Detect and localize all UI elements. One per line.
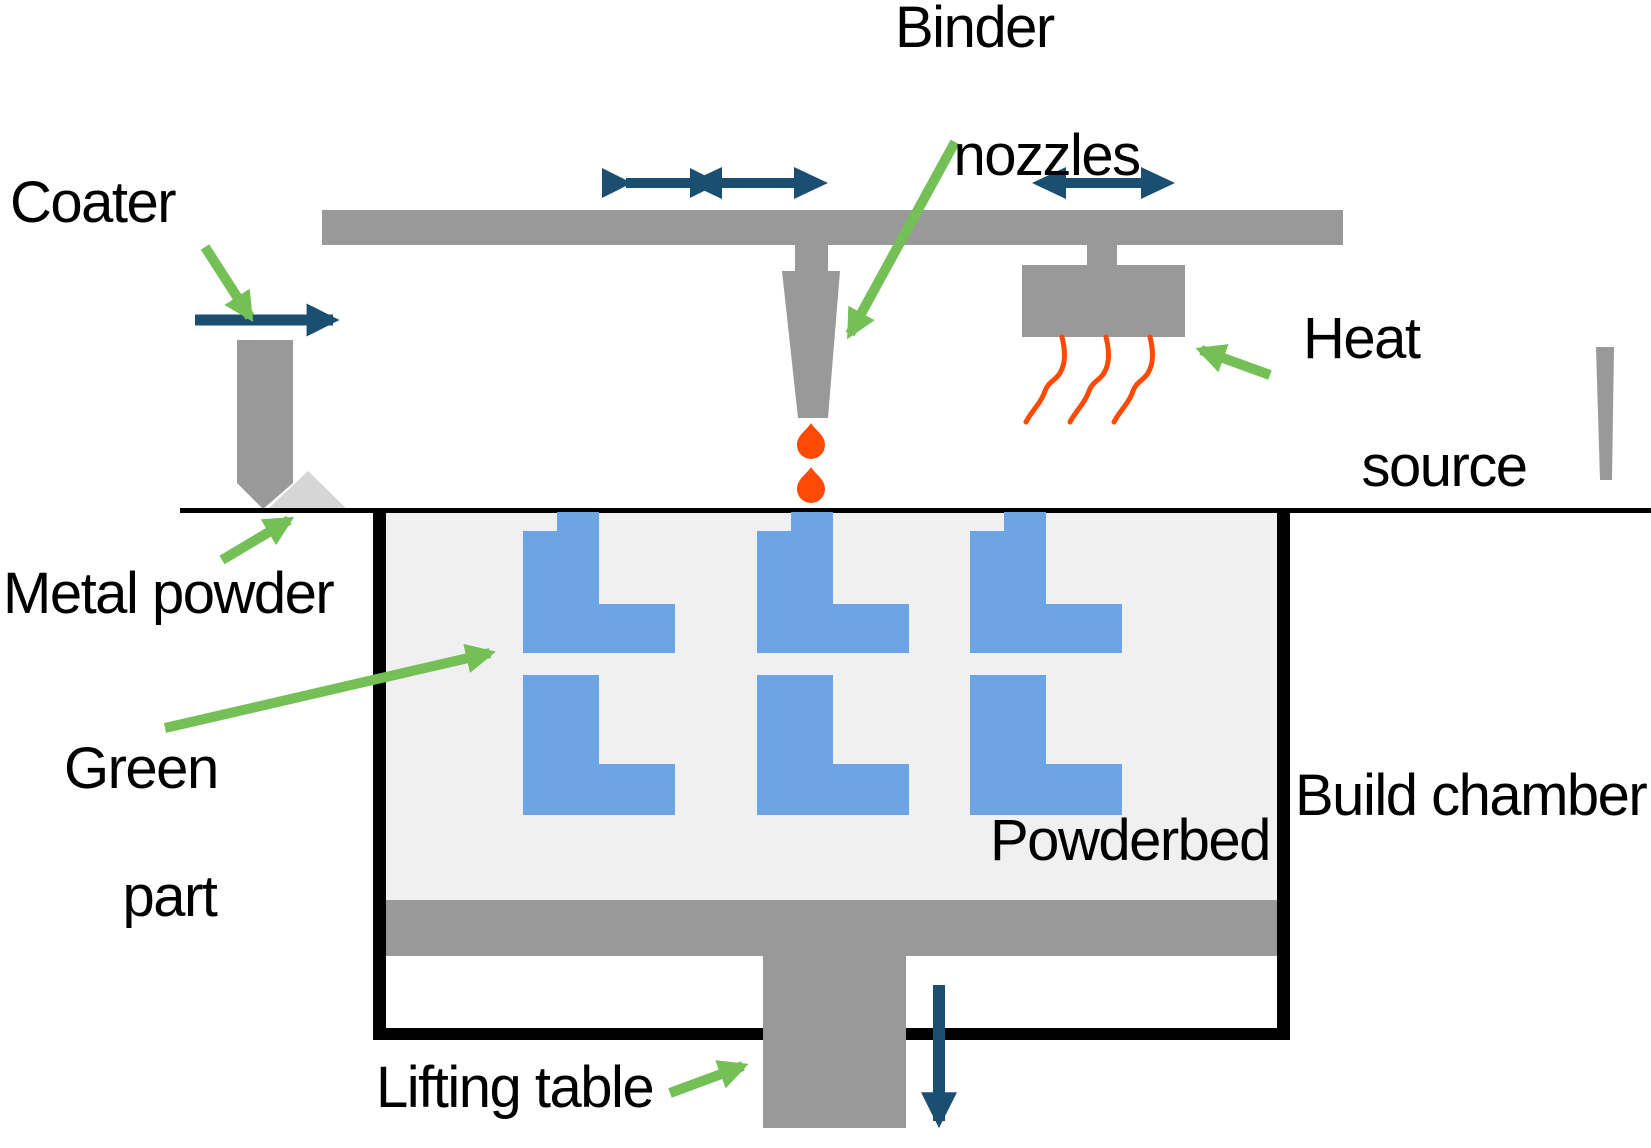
chamber-wall-right xyxy=(1277,508,1290,1040)
heat-source-line2: source xyxy=(1361,434,1528,499)
heat-source-pointer-arrow xyxy=(1195,344,1272,380)
chamber-bottom-right xyxy=(906,1028,1290,1040)
gantry-travel-arrow-left xyxy=(688,167,828,199)
heat-source-line1: Heat xyxy=(1303,306,1421,371)
build-chamber-label: Build chamber xyxy=(1295,763,1648,828)
metal-powder-label: Metal powder xyxy=(3,561,335,626)
coater-blade xyxy=(237,340,293,509)
chamber-bottom-left xyxy=(373,1028,763,1040)
lifting-table-piston xyxy=(763,956,906,1128)
green-part-line1: Green xyxy=(64,736,219,801)
heat-source-stem xyxy=(1087,245,1117,267)
lifting-table-label: Lifting table xyxy=(376,1055,655,1120)
gantry-travel-arrow-right xyxy=(1032,167,1175,199)
metal-powder-pile xyxy=(268,471,347,509)
green-part-pointer-arrow xyxy=(163,643,496,733)
coater-pointer-arrow xyxy=(200,244,255,323)
green-part-line2: part xyxy=(122,864,217,929)
binder-nozzle-funnel xyxy=(782,271,840,418)
heat-source-label: Heat source xyxy=(1303,306,1528,499)
coater-label: Coater xyxy=(10,170,177,235)
binder-nozzles-pointer-arrow xyxy=(845,139,960,340)
lifting-table-pointer-arrow xyxy=(668,1060,749,1098)
binder-droplets xyxy=(797,423,825,503)
green-part-shape xyxy=(523,675,675,815)
metal-powder-pointer-arrow xyxy=(219,515,295,565)
right-edge-fragment xyxy=(1596,347,1614,480)
green-parts xyxy=(523,512,1122,815)
binder-nozzles-line2: nozzles xyxy=(953,123,1141,188)
green-part-shape xyxy=(970,512,1122,653)
binder-nozzle-stem xyxy=(795,245,828,272)
heat-wave-lines xyxy=(1023,334,1155,425)
green-part-shape xyxy=(757,675,909,815)
powder-surface-line xyxy=(180,508,1651,513)
green-part-shape xyxy=(523,512,675,653)
green-part-shape xyxy=(757,512,909,653)
green-part-label: Green part xyxy=(64,736,219,929)
lifting-table-platform xyxy=(386,900,1277,956)
chamber-wall-left xyxy=(373,508,386,1040)
binder-nozzles-line1: Binder xyxy=(895,0,1055,60)
gantry-bar xyxy=(322,210,1343,245)
heat-source-box xyxy=(1022,265,1185,337)
binder-nozzles-label: Binder nozzles xyxy=(895,0,1141,188)
powderbed-label: Powderbed xyxy=(990,808,1271,873)
green-part-shape xyxy=(970,675,1122,815)
